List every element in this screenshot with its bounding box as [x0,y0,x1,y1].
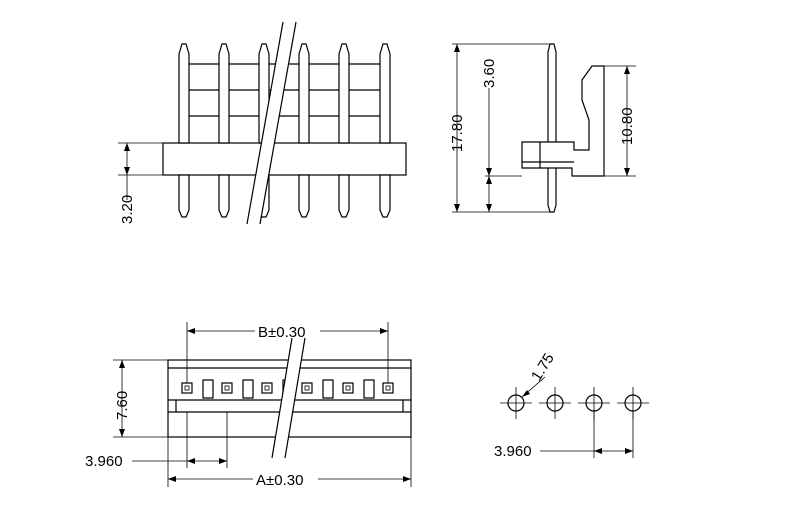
pcb-layout: 1.75 3.960 [494,350,649,460]
side-housing [521,65,605,177]
dim-total-height: 17.80 [449,114,466,152]
dim-a: A±0.30 [256,472,303,489]
side-pin [547,43,557,213]
dim-pitch-top: 3.960 [85,453,123,470]
pcb-holes [500,387,649,419]
dim-pitch-pcb: 3.960 [494,443,532,460]
dim-hole: 1.75 [528,350,558,384]
top-view: B±0.30 A±0.30 7.60 3.960 [85,322,412,489]
front-view: 3.20 [118,21,407,225]
dim-depth: 7.60 [114,391,131,420]
dim-top-pin: 3.60 [481,59,498,88]
dim-housing-height: 10.80 [619,107,636,145]
dim-b: B±0.30 [258,324,305,341]
front-housing [162,142,407,176]
dim-body-height: 3.20 [119,195,136,224]
side-view: 17.80 3.60 10.80 [449,43,636,213]
